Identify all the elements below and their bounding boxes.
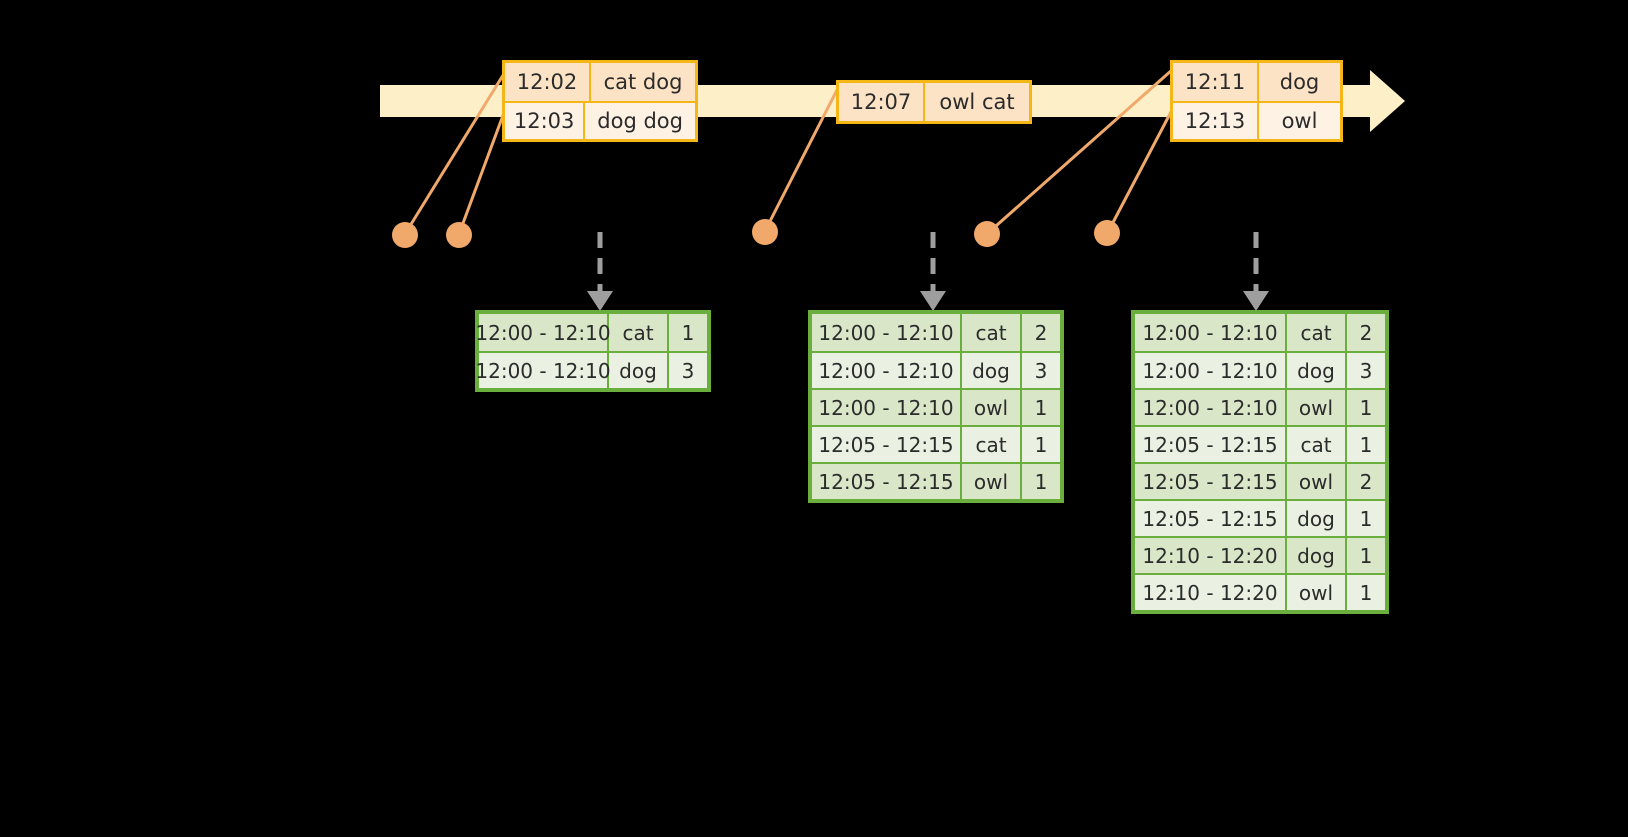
cell-window: 12:00 - 12:10 — [812, 314, 962, 351]
event-row: 12:11 dog — [1173, 63, 1340, 101]
table-row: 12:00 - 12:10 owl 1 — [812, 388, 1060, 425]
cell-count: 1 — [1359, 395, 1373, 420]
table-row: 12:05 - 12:15 dog 1 — [1135, 499, 1385, 536]
dashed-arrow-1 — [587, 232, 613, 311]
cell-count: 2 — [1359, 469, 1373, 494]
event-row: 12:13 owl — [1173, 101, 1340, 139]
cell-count: 1 — [681, 320, 695, 345]
table-row: 12:10 - 12:20 dog 1 — [1135, 536, 1385, 573]
cell-key: cat — [962, 427, 1022, 462]
event-time: 12:02 — [505, 63, 591, 101]
cell-window: 12:00 - 12:10 — [475, 353, 611, 388]
event-words: dog dog — [597, 109, 683, 133]
table-row: 12:00 - 12:10 owl 1 — [1135, 388, 1385, 425]
event-box-3[interactable]: 12:11 dog 12:13 owl — [1170, 60, 1343, 142]
cell-count: 1 — [1359, 580, 1373, 605]
event-row: 12:02 cat dog — [505, 63, 695, 101]
cell-key: dog — [1287, 501, 1347, 536]
cell-count: 2 — [1359, 320, 1373, 345]
cell-window: 12:00 - 12:10 — [1135, 353, 1287, 388]
cell-key: owl — [1287, 464, 1347, 499]
event-time: 12:11 — [1173, 63, 1259, 101]
cell-count: 3 — [681, 358, 695, 383]
table-row: 12:05 - 12:15 cat 1 — [1135, 425, 1385, 462]
result-table-1[interactable]: 12:00 - 12:10 cat 1 12:00 - 12:10 dog 3 — [475, 310, 711, 392]
event-time: 12:03 — [505, 103, 586, 139]
cell-count: 1 — [1359, 432, 1373, 457]
table-row: 12:05 - 12:15 cat 1 — [812, 425, 1060, 462]
cell-window: 12:00 - 12:10 — [1135, 390, 1287, 425]
cell-count: 1 — [1359, 543, 1373, 568]
table-row: 12:10 - 12:20 owl 1 — [1135, 573, 1385, 610]
cell-count: 3 — [1359, 358, 1373, 383]
result-table-3[interactable]: 12:00 - 12:10 cat 2 12:00 - 12:10 dog 3 … — [1131, 310, 1389, 614]
cell-window: 12:00 - 12:10 — [1135, 314, 1287, 351]
table-row: 12:00 - 12:10 cat 2 — [812, 314, 1060, 351]
table-row: 12:00 - 12:10 dog 3 — [1135, 351, 1385, 388]
cell-key: cat — [1287, 427, 1347, 462]
event-words: cat dog — [603, 70, 683, 94]
cell-key: dog — [1287, 538, 1347, 573]
cell-key: owl — [962, 390, 1022, 425]
cell-key: owl — [962, 464, 1022, 499]
connector-line-1 — [392, 71, 507, 248]
table-row: 12:00 - 12:10 dog 3 — [812, 351, 1060, 388]
event-box-1[interactable]: 12:02 cat dog 12:03 dog dog — [502, 60, 698, 142]
cell-window: 12:00 - 12:10 — [812, 353, 962, 388]
cell-count: 1 — [1359, 506, 1373, 531]
event-time: 12:13 — [1173, 103, 1259, 139]
event-box-2[interactable]: 12:07 owl cat — [836, 80, 1032, 124]
dashed-arrow-3 — [1243, 232, 1269, 311]
event-words: owl — [1281, 109, 1318, 133]
cell-window: 12:05 - 12:15 — [812, 464, 962, 499]
cell-window: 12:05 - 12:15 — [1135, 501, 1287, 536]
table-row: 12:00 - 12:10 cat 2 — [1135, 314, 1385, 351]
result-table-2[interactable]: 12:00 - 12:10 cat 2 12:00 - 12:10 dog 3 … — [808, 310, 1064, 503]
table-row: 12:00 - 12:10 dog 3 — [475, 351, 707, 388]
event-words: owl cat — [939, 90, 1015, 114]
dashed-arrow-2 — [920, 232, 946, 311]
cell-window: 12:05 - 12:15 — [812, 427, 962, 462]
cell-window: 12:10 - 12:20 — [1135, 575, 1287, 610]
cell-count: 1 — [1034, 395, 1048, 420]
cell-key: owl — [1287, 390, 1347, 425]
cell-key: cat — [1287, 314, 1347, 351]
cell-window: 12:10 - 12:20 — [1135, 538, 1287, 573]
cell-window: 12:00 - 12:10 — [812, 390, 962, 425]
cell-key: owl — [1287, 575, 1347, 610]
cell-key: dog — [1287, 353, 1347, 388]
cell-count: 3 — [1034, 358, 1048, 383]
connector-line-5 — [1094, 109, 1174, 246]
connector-line-2 — [446, 109, 507, 248]
cell-key: cat — [962, 314, 1022, 351]
event-row: 12:03 dog dog — [505, 101, 695, 139]
connector-line-3 — [752, 87, 840, 245]
cell-count: 2 — [1034, 320, 1048, 345]
event-words: dog — [1279, 70, 1320, 94]
table-row: 12:05 - 12:15 owl 2 — [1135, 462, 1385, 499]
cell-key: dog — [962, 353, 1022, 388]
table-row: 12:00 - 12:10 cat 1 — [475, 314, 707, 351]
cell-key: dog — [609, 353, 669, 388]
cell-window: 12:05 - 12:15 — [1135, 464, 1287, 499]
cell-count: 1 — [1034, 469, 1048, 494]
event-time: 12:07 — [839, 83, 925, 121]
cell-key: cat — [609, 314, 669, 351]
cell-window: 12:00 - 12:10 — [475, 314, 611, 351]
cell-count: 1 — [1034, 432, 1048, 457]
cell-window: 12:05 - 12:15 — [1135, 427, 1287, 462]
event-row: 12:07 owl cat — [839, 83, 1029, 121]
table-row: 12:05 - 12:15 owl 1 — [812, 462, 1060, 499]
